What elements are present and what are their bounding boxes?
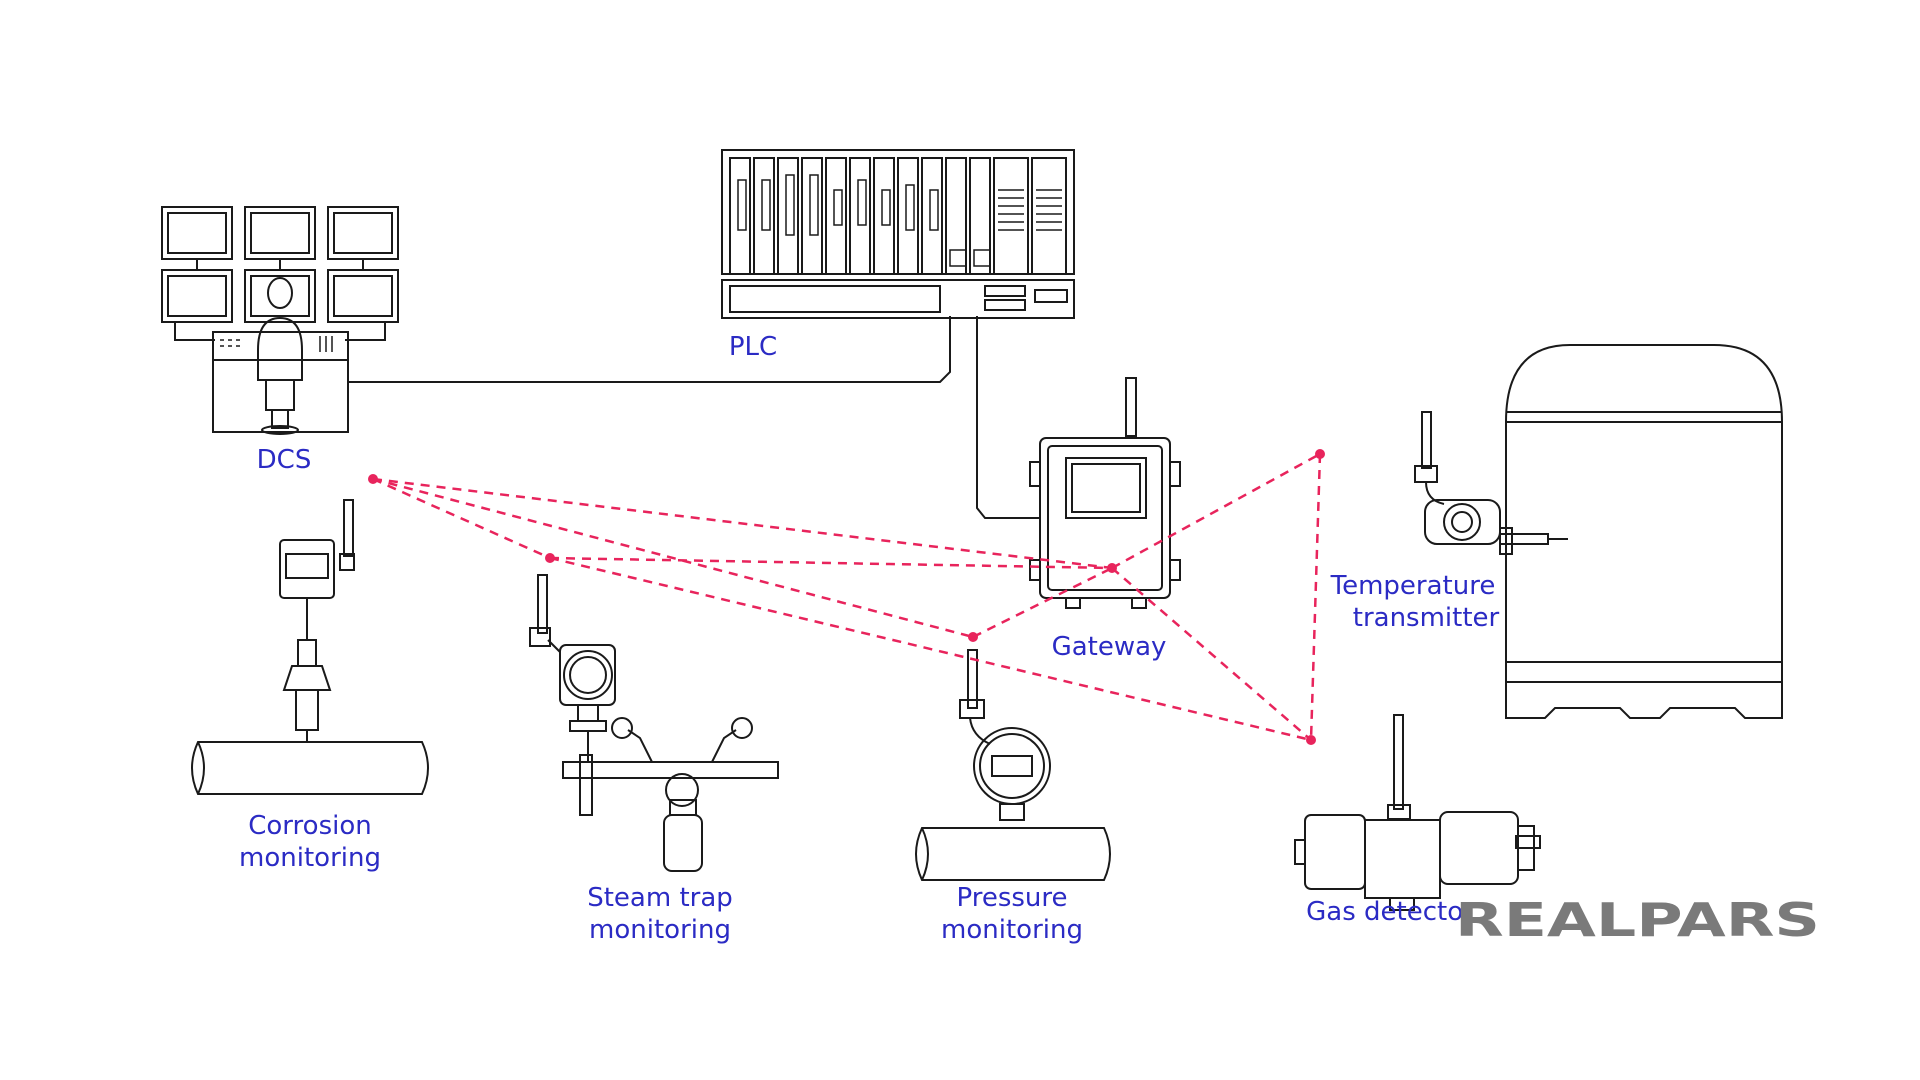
label-temperature-transmitter: Temperature transmitter [1330, 571, 1500, 633]
node-dcs [368, 474, 378, 484]
gateway-icon [1029, 377, 1181, 609]
label-dcs: DCS [256, 445, 312, 475]
node-gas [1306, 735, 1316, 745]
pressure-gauge-icon [915, 649, 1111, 881]
node-corrosion [545, 553, 555, 563]
label-pressure-monitoring: Pressure monitoring [941, 883, 1083, 945]
node-temperature [1315, 449, 1325, 459]
steam-trap-icon [529, 574, 779, 872]
temperature-transmitter-icon [1414, 411, 1568, 555]
corrosion-sensor-icon [191, 499, 429, 795]
gas-detector-icon [1294, 714, 1541, 911]
dcs-operator-station-icon [161, 206, 399, 435]
label-corrosion-monitoring: Corrosion monitoring [239, 811, 381, 873]
tank-icon [1504, 344, 1784, 719]
dcs-plc-cable [348, 316, 951, 383]
label-gateway: Gateway [1051, 632, 1167, 662]
node-gateway [1107, 563, 1117, 573]
label-plc: PLC [728, 332, 778, 362]
wireless-mesh [372, 452, 1322, 742]
realpars-logo: REALPARS [1455, 893, 1820, 947]
node-pressure [968, 632, 978, 642]
wireless-nodes [368, 449, 1325, 745]
plc-rack-icon [721, 149, 1075, 319]
plc-gateway-cable [976, 316, 1040, 519]
label-gas-detector: Gas detector [1306, 897, 1474, 927]
label-steam-trap-monitoring: Steam trap monitoring [587, 883, 733, 945]
realpars-logo-text: REALPARS [1455, 893, 1820, 947]
